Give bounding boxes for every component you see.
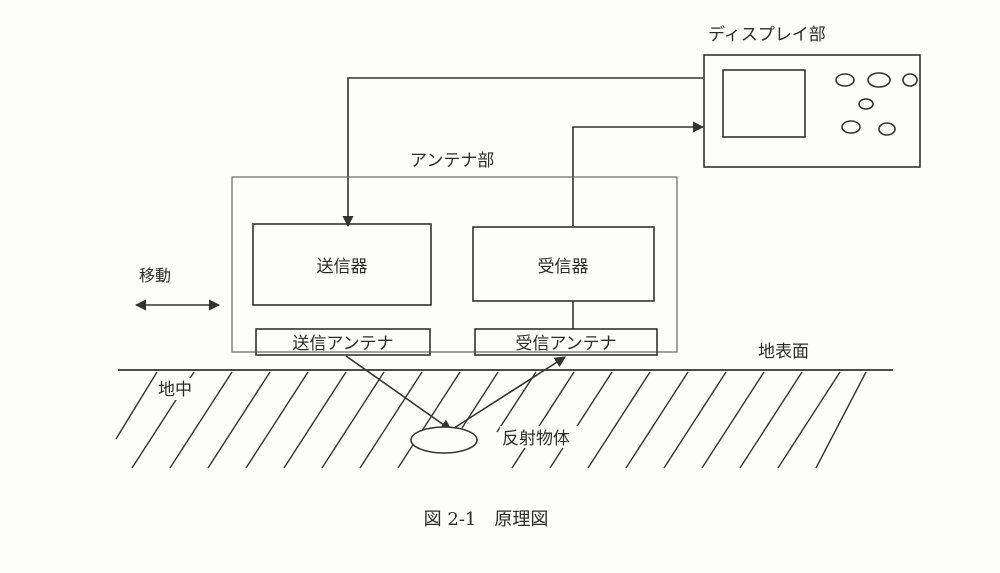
display-unit: ディスプレイ部 [703,24,921,168]
transmitter-box [252,223,432,306]
underground-label: 地中 [158,380,192,400]
knob-icon [867,72,891,88]
tx-antenna-label: 送信アンテナ [292,334,393,354]
antenna-unit-box [231,176,678,353]
receiver-box [472,226,655,302]
receiver-label: 受信器 [538,257,589,277]
knob-icon [858,98,874,110]
reflected-wave-arrow [450,356,566,431]
underground-label-bg [157,378,201,400]
receiver-to-display-line [572,121,705,226]
knob-icon [902,73,918,87]
movement-label: 移動 [139,266,171,285]
figure-caption: 図 2-1 原理図 [424,509,549,530]
knob-icon [841,120,861,134]
display-unit-label: ディスプレイ部 [708,24,826,45]
display-knobs [835,72,918,136]
incident-wave-arrow [345,355,452,431]
tx-antenna-box [255,328,431,356]
ground-surface-label: 地表面 [758,342,809,362]
display-to-transmitter-line [342,77,703,228]
transmitter-label: 送信器 [317,257,368,277]
antenna-unit-label: アンテナ部 [410,151,494,171]
reflector-object [410,426,478,454]
ground-hatching [115,371,867,469]
knob-icon [835,73,855,87]
antenna-unit: アンテナ部 送信器 受信器 送信アンテナ 受信アンテナ [231,151,678,356]
reflector-label-bg [500,426,578,448]
rx-antenna-label: 受信アンテナ [515,334,616,354]
display-screen [722,69,806,138]
display-housing [703,54,921,168]
rx-antenna-box [474,328,658,356]
knob-icon [878,122,896,136]
reflector-label: 反射物体 [502,429,570,449]
